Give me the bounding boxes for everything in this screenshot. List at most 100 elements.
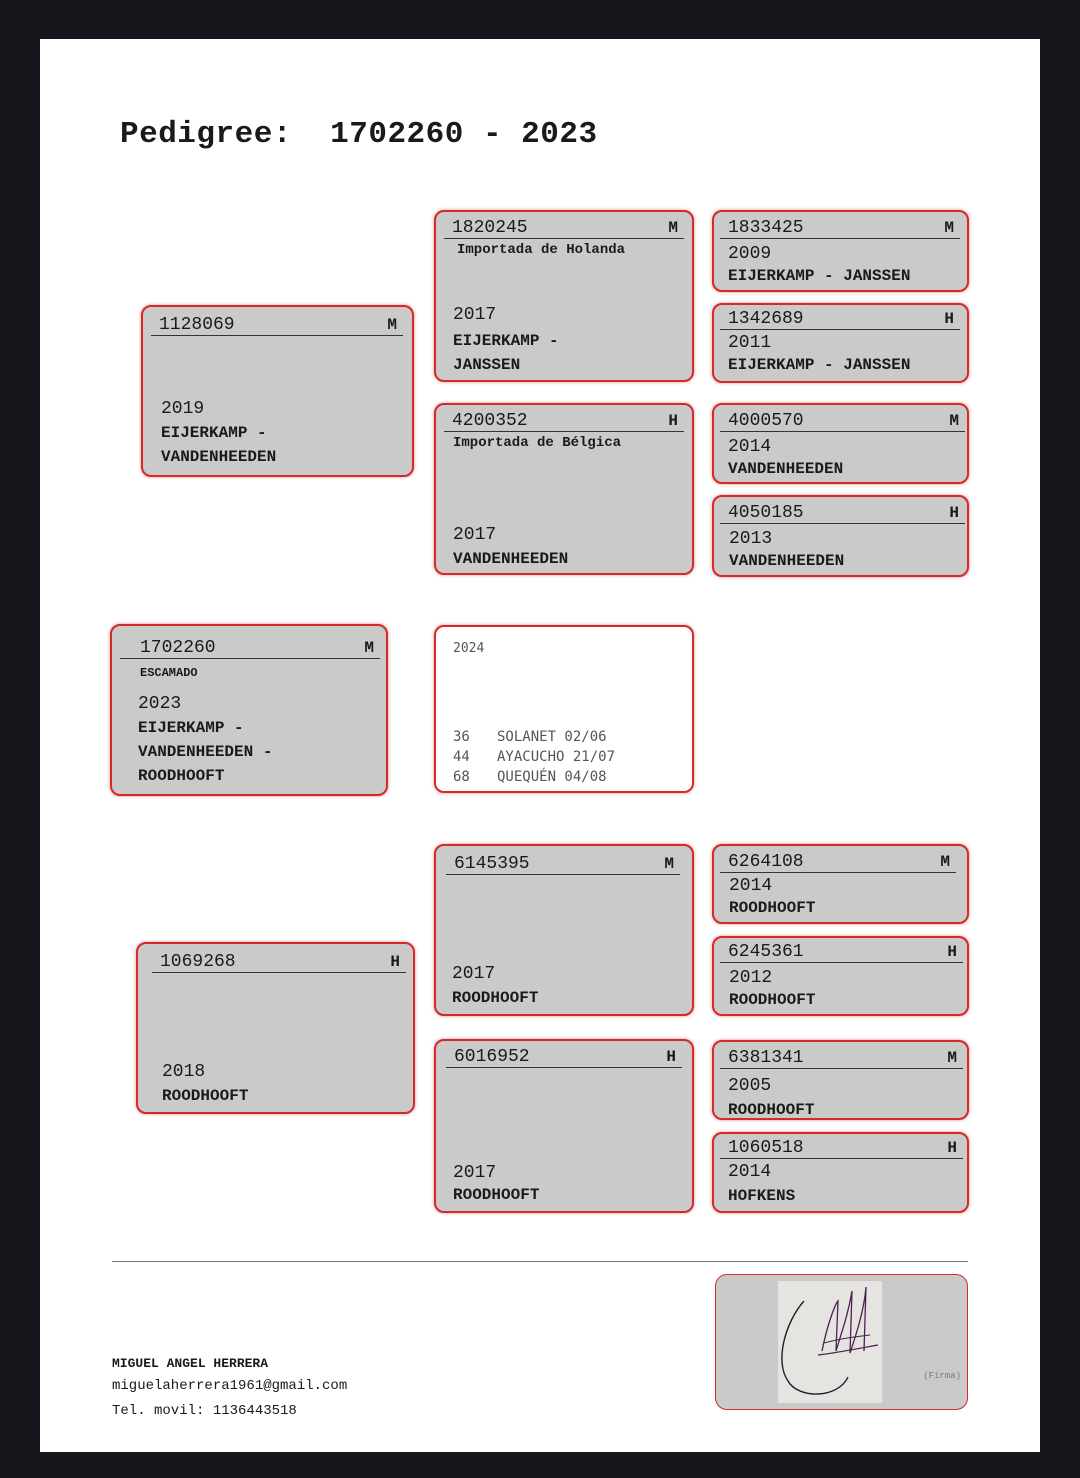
card-header: 6381341 M (720, 1048, 963, 1069)
great-grandparent-card: 6245361 H 2012 ROODHOOFT (712, 936, 969, 1016)
sex-marker: M (664, 855, 674, 873)
ring-number: 6245361 (728, 942, 804, 962)
ring-number: 4050185 (728, 503, 804, 523)
birth-year: 2012 (729, 968, 773, 988)
great-grandparent-card: 4000570 M 2014 VANDENHEEDEN (712, 403, 969, 484)
sex-marker: M (387, 316, 397, 334)
birth-year: 2018 (162, 1062, 206, 1082)
card-header: 4200352 H (444, 411, 684, 432)
granddam-paternal-card: 4200352 H Importada de Bélgica 2017 VAND… (434, 403, 694, 575)
breeder-line: ROODHOOFT (728, 1101, 815, 1119)
ring-number: 4200352 (452, 411, 528, 431)
ring-number: 1342689 (728, 309, 804, 329)
sex-marker: M (364, 639, 374, 657)
card-header: 1833425 M (720, 218, 960, 239)
ring-number: 6145395 (454, 854, 530, 874)
footer-divider (112, 1261, 968, 1262)
grandsire-paternal-card: 1820245 M Importada de Holanda 2017 EIJE… (434, 210, 694, 382)
great-grandparent-card: 1342689 H 2011 EIJERKAMP - JANSSEN (712, 303, 969, 383)
breeder-line: VANDENHEEDEN (729, 552, 845, 570)
birth-year: 2005 (728, 1076, 772, 1096)
birth-year: 2013 (729, 529, 773, 549)
ring-number: 1128069 (159, 315, 235, 335)
sex-marker: H (666, 1048, 676, 1066)
contact-email: miguelaherrera1961@gmail.com (112, 1378, 348, 1394)
ring-number: 6016952 (454, 1047, 530, 1067)
breeder-line: EIJERKAMP - VANDENHEEDEN (161, 424, 277, 466)
birth-year: 2023 (138, 694, 182, 714)
sex-marker: M (944, 219, 954, 237)
pedigree-page: Pedigree: 1702260 - 2023 1128069 M 2019 … (40, 39, 1040, 1452)
sex-marker: M (947, 1049, 957, 1067)
ring-number: 6264108 (728, 852, 804, 872)
ring-number: 1702260 (140, 638, 216, 658)
breeder-line: ROODHOOFT (729, 991, 816, 1009)
great-grandparent-card: 6264108 M 2014 ROODHOOFT (712, 844, 969, 924)
card-header: 6145395 M (446, 854, 680, 875)
birth-year: 2011 (728, 333, 772, 353)
birth-year: 2009 (728, 244, 772, 264)
breeder-line: HOFKENS (728, 1187, 796, 1205)
note-line: Importada de Holanda (457, 242, 626, 258)
contact-name: MIGUEL ANGEL HERRERA (112, 1356, 269, 1371)
card-header: 1820245 M (444, 218, 684, 239)
ring-number: 6381341 (728, 1048, 804, 1068)
breeder-line: ROODHOOFT (453, 1186, 540, 1204)
card-header: 6245361 H (720, 942, 963, 963)
dam-card: 1069268 H 2018 ROODHOOFT (136, 942, 415, 1114)
breeder-line: VANDENHEEDEN (453, 550, 569, 568)
birth-year: 2019 (161, 399, 205, 419)
card-header: 1128069 M (151, 315, 403, 336)
sire-card: 1128069 M 2019 EIJERKAMP - VANDENHEEDEN (141, 305, 414, 477)
breeder-line: ROODHOOFT (452, 989, 539, 1007)
contact-phone: Tel. movil: 1136443518 (112, 1403, 297, 1419)
sex-marker: M (668, 219, 678, 237)
breeder-line: EIJERKAMP - VANDENHEEDEN - ROODHOOFT (138, 719, 273, 785)
card-header: 1702260 M (120, 638, 380, 659)
ring-number: 1060518 (728, 1138, 804, 1158)
ring-number: 1820245 (452, 218, 528, 238)
ring-number: 4000570 (728, 411, 804, 431)
subject-card: 1702260 M ESCAMADO 2023 EIJERKAMP - VAND… (110, 624, 388, 796)
page-title: Pedigree: 1702260 - 2023 (120, 117, 598, 152)
ring-number: 1069268 (160, 952, 236, 972)
signature-label: (Firma) (923, 1371, 961, 1381)
great-grandparent-card: 6381341 M 2005 ROODHOOFT (712, 1040, 969, 1120)
note-line: Importada de Bélgica (453, 435, 622, 451)
card-header: 1342689 H (720, 309, 960, 330)
granddam-maternal-card: 6016952 H 2017 ROODHOOFT (434, 1039, 694, 1213)
birth-year: 2017 (453, 305, 497, 325)
contact-block: MIGUEL ANGEL HERRERA miguelaherrera1961@… (112, 1353, 347, 1422)
breeder-line: ROODHOOFT (729, 899, 816, 917)
birth-year: 2014 (728, 437, 772, 457)
sex-marker: H (944, 310, 954, 328)
breeder-line: ROODHOOFT (162, 1087, 249, 1105)
great-grandparent-card: 1060518 H 2014 HOFKENS (712, 1132, 969, 1213)
birth-year: 2014 (728, 1162, 772, 1182)
card-header: 6264108 M (720, 852, 956, 873)
sex-marker: H (390, 953, 400, 971)
sex-marker: H (668, 412, 678, 430)
grandsire-maternal-card: 6145395 M 2017 ROODHOOFT (434, 844, 694, 1016)
card-header: 1060518 H (720, 1138, 963, 1159)
sex-marker: H (949, 504, 959, 522)
card-header: 4000570 M (720, 411, 965, 432)
breeder-line: EIJERKAMP - JANSSEN (728, 356, 911, 374)
ring-number: 1833425 (728, 218, 804, 238)
season-year: 2024 (453, 641, 485, 656)
great-grandparent-card: 1833425 M 2009 EIJERKAMP - JANSSEN (712, 210, 969, 292)
breeder-line: EIJERKAMP - JANSSEN (453, 332, 559, 374)
card-header: 6016952 H (446, 1047, 682, 1068)
sex-marker: M (940, 853, 950, 871)
birth-year: 2017 (453, 1163, 497, 1183)
birth-year: 2017 (452, 964, 496, 984)
signature-box: (Firma) (715, 1274, 968, 1410)
card-header: 1069268 H (152, 952, 406, 973)
great-grandparent-card: 4050185 H 2013 VANDENHEEDEN (712, 495, 969, 577)
sex-marker: H (947, 943, 957, 961)
